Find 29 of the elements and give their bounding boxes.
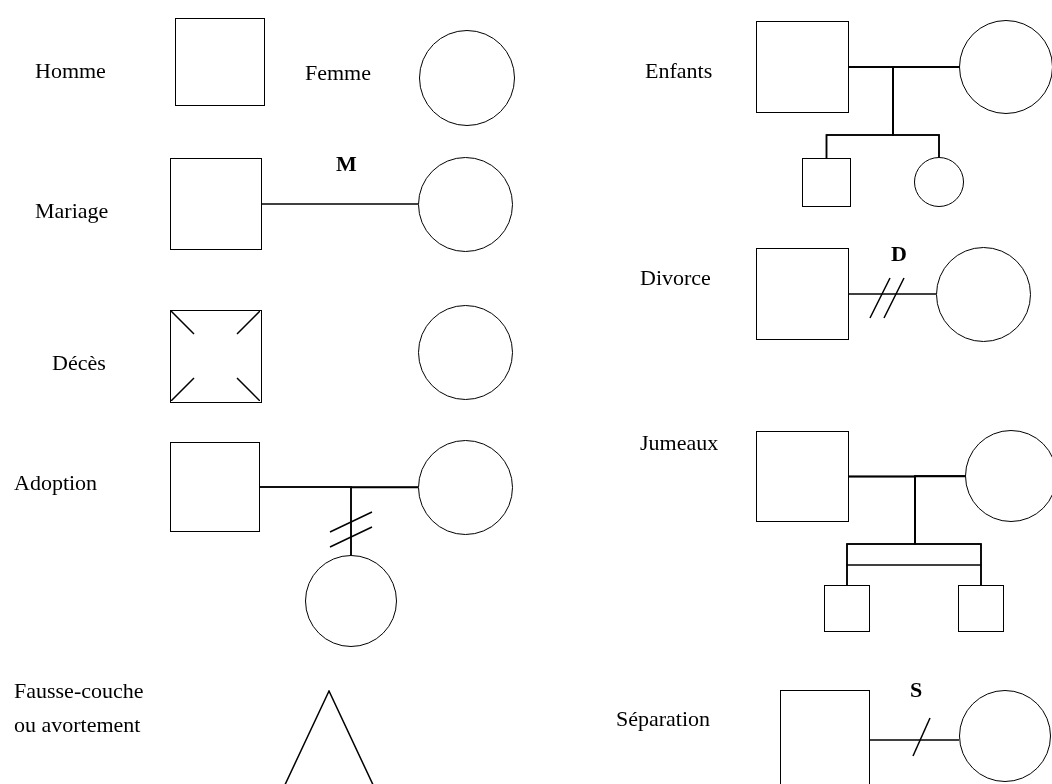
square-symbol bbox=[175, 18, 265, 106]
symbol-label: Jumeaux bbox=[640, 429, 719, 457]
circle-symbol bbox=[914, 157, 964, 207]
symbol-label: Mariage bbox=[35, 197, 109, 225]
square-symbol bbox=[756, 21, 849, 113]
square-symbol bbox=[780, 690, 870, 784]
symbol-label: Homme bbox=[35, 57, 106, 85]
symbol-label: Séparation bbox=[616, 705, 711, 733]
square-symbol bbox=[958, 585, 1004, 632]
connector-line bbox=[892, 66, 960, 158]
symbol-label: Femme bbox=[305, 59, 371, 87]
triangle-symbol bbox=[282, 690, 376, 784]
square-symbol bbox=[170, 442, 260, 532]
symbol-label: Divorce bbox=[640, 264, 711, 292]
connector-line bbox=[869, 739, 960, 741]
square-symbol bbox=[756, 431, 849, 522]
square-symbol bbox=[170, 158, 262, 250]
connector-line bbox=[848, 293, 937, 295]
connector-line bbox=[350, 486, 419, 556]
symbol-label: Enfants bbox=[645, 57, 713, 85]
connector-line bbox=[261, 203, 419, 205]
square-symbol bbox=[824, 585, 870, 632]
symbol-label: Décès bbox=[52, 349, 106, 377]
square-symbol bbox=[756, 248, 849, 340]
symbol-label: Fausse-couche ou avortement bbox=[14, 677, 145, 739]
crossed-square-symbol bbox=[170, 310, 262, 403]
symbol-label: Adoption bbox=[14, 469, 98, 497]
square-symbol bbox=[802, 158, 851, 207]
connector-line bbox=[914, 475, 982, 586]
